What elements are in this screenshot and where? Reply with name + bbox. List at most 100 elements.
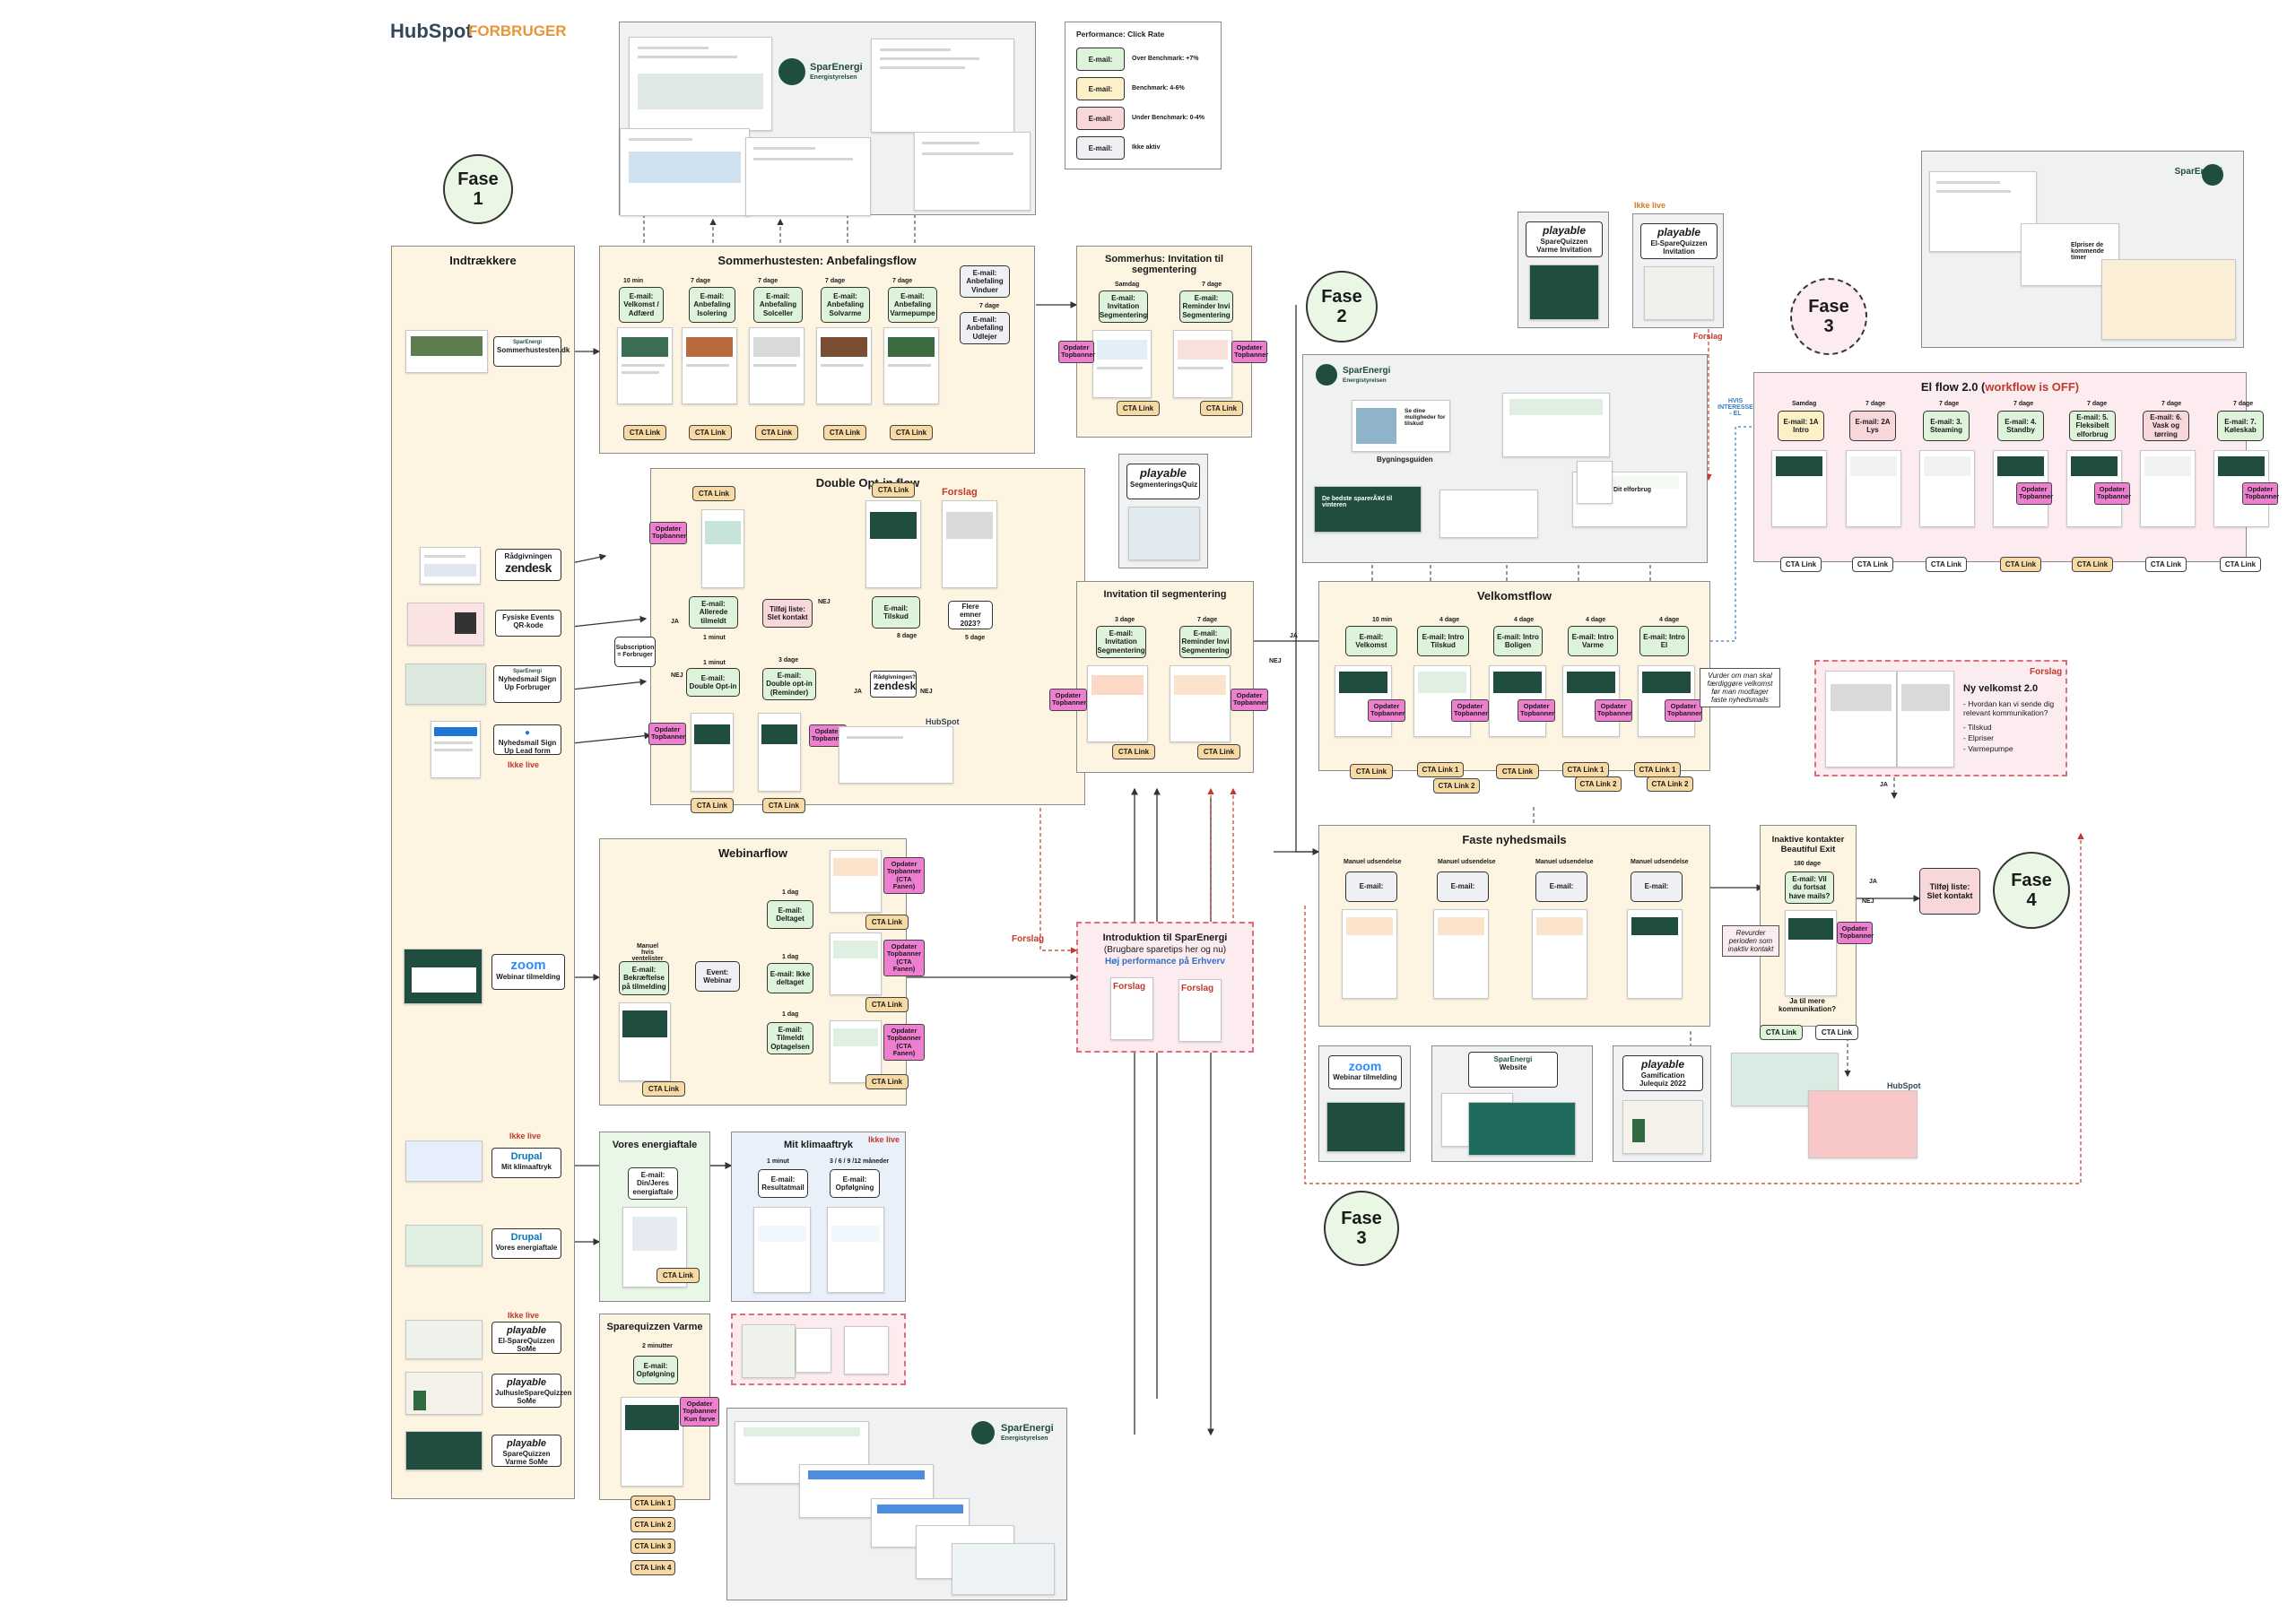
email-anbefaling-udlejer[interactable]: E-mail: Anbefaling Udlejer — [960, 312, 1010, 344]
cta-link[interactable]: CTA Link — [755, 425, 798, 440]
opdater-topbanner-tag[interactable]: Opdater Topbanner — [1665, 699, 1702, 722]
email-4-standby[interactable]: E-mail: 4. Standby — [1997, 411, 2044, 441]
email-vil-du-fortsat[interactable]: E-mail: Vil du fortsat have mails? — [1785, 872, 1834, 904]
email-faste[interactable]: E-mail: — [1535, 872, 1587, 902]
cta-link[interactable]: CTA Link — [823, 425, 866, 440]
cta-link[interactable]: CTA Link — [1117, 401, 1160, 416]
cta-link[interactable]: CTA Link — [1200, 401, 1243, 416]
cta-link-1[interactable]: CTA Link 1 — [1417, 762, 1464, 777]
cta-link[interactable]: CTA Link — [865, 915, 909, 930]
opdater-topbanner-tag[interactable]: Opdater Topbanner — [2242, 482, 2279, 505]
opdater-topbanner-tag[interactable]: Opdater Topbanner — [1518, 699, 1555, 722]
email-invitation-segmentering[interactable]: E-mail: Invitation Segmentering — [1096, 626, 1146, 658]
cta-link[interactable]: CTA Link — [1350, 764, 1393, 779]
email-anbefaling-solceller[interactable]: E-mail: Anbefaling Solceller — [753, 287, 803, 323]
email-1a-intro[interactable]: E-mail: 1A Intro — [1778, 411, 1824, 441]
email-bekraeftelse-tilmelding[interactable]: E-mail: Bekræftelse på tilmelding — [619, 961, 669, 995]
cta-link-3[interactable]: CTA Link 3 — [631, 1539, 675, 1554]
opdater-topbanner-tag[interactable]: Opdater Topbanner — [648, 723, 686, 745]
cta-link[interactable]: CTA Link — [1780, 557, 1822, 572]
cta-link[interactable]: CTA Link — [642, 1081, 685, 1097]
cta-link[interactable]: CTA Link — [872, 482, 915, 498]
cta-link-2[interactable]: CTA Link 2 — [631, 1517, 675, 1532]
email-5-fleksibelt-elforbrug[interactable]: E-mail: 5. Fleksibelt elforbrug — [2069, 411, 2116, 441]
opdater-topbanner-cta-fanen[interactable]: Opdater Topbanner (CTA Fanen) — [883, 857, 925, 894]
email-deltaget[interactable]: E-mail: Deltaget — [767, 900, 813, 929]
opdater-topbanner-tag[interactable]: Opdater Topbanner — [1368, 699, 1405, 722]
raadgivningen-decision[interactable]: Rådgivningen?zendesk — [870, 671, 917, 698]
email-opfolgning[interactable]: E-mail: Opfølgning — [633, 1356, 678, 1384]
subscription-forbruger[interactable]: Subscription = Forbruger — [614, 637, 656, 667]
cta-link[interactable]: CTA Link — [1112, 744, 1155, 759]
email-6-vask-og-torring[interactable]: E-mail: 6. Vask og tørring — [2143, 411, 2189, 441]
email-3-steaming[interactable]: E-mail: 3. Steaming — [1923, 411, 1970, 441]
email-intro-el[interactable]: E-mail: Intro El — [1639, 626, 1689, 656]
cta-link[interactable]: CTA Link — [2000, 557, 2041, 572]
source-fysiske-events[interactable]: Fysiske Events QR-kode — [495, 610, 561, 637]
cta-link[interactable]: CTA Link — [2072, 557, 2113, 572]
email-faste[interactable]: E-mail: — [1437, 872, 1489, 902]
email-invitation-segmentering[interactable]: E-mail: Invitation Segmentering — [1099, 291, 1148, 323]
cta-link[interactable]: CTA Link — [692, 486, 735, 501]
email-anbefaling-vinduer[interactable]: E-mail: Anbefaling Vinduer — [960, 265, 1010, 298]
email-anbefaling-isolering[interactable]: E-mail: Anbefaling Isolering — [689, 287, 735, 323]
opdater-topbanner-cta-fanen[interactable]: Opdater Topbanner (CTA Fanen) — [883, 1024, 925, 1061]
opdater-topbanner-tag[interactable]: Opdater Topbanner — [1058, 341, 1095, 363]
tilfoj-liste-slet-kontakt[interactable]: Tilføj liste: Slet kontakt — [1919, 868, 1980, 915]
cta-link[interactable]: CTA Link — [1815, 1025, 1858, 1040]
email-intro-boligen[interactable]: E-mail: Intro Boligen — [1493, 626, 1543, 656]
cta-link-2[interactable]: CTA Link 2 — [1575, 776, 1622, 792]
cta-link[interactable]: CTA Link — [657, 1268, 700, 1283]
opdater-topbanner-kun-farve[interactable]: Opdater Topbanner Kun farve — [680, 1397, 719, 1427]
email-tilskud[interactable]: E-mail: Tilskud — [872, 596, 920, 629]
opdater-topbanner-tag[interactable]: Opdater Topbanner — [2016, 482, 2053, 505]
cta-link-2[interactable]: CTA Link 2 — [1433, 778, 1480, 793]
email-faste[interactable]: E-mail: — [1631, 872, 1683, 902]
email-velkomst-adfaerd[interactable]: E-mail: Velkomst / Adfærd — [619, 287, 664, 323]
cta-link[interactable]: CTA Link — [2145, 557, 2187, 572]
cta-link[interactable]: CTA Link — [623, 425, 666, 440]
email-2a-lys[interactable]: E-mail: 2A Lys — [1849, 411, 1896, 441]
opdater-topbanner-tag[interactable]: Opdater Topbanner — [1231, 341, 1268, 363]
cta-link-1[interactable]: CTA Link 1 — [1562, 762, 1609, 777]
source-nyhedsmail-leadform[interactable]: ●Nyhedsmail Sign Up Lead form — [493, 724, 561, 755]
email-opfolgning[interactable]: E-mail: Opfølgning — [830, 1169, 880, 1198]
cta-link[interactable]: CTA Link — [865, 997, 909, 1012]
email-anbefaling-solvarme[interactable]: E-mail: Anbefaling Solvarme — [821, 287, 870, 323]
cta-link[interactable]: CTA Link — [1852, 557, 1893, 572]
email-double-optin-reminder[interactable]: E-mail: Double opt-in (Reminder) — [762, 668, 816, 700]
opdater-topbanner-cta-fanen[interactable]: Opdater Topbanner (CTA Fanen) — [883, 940, 925, 976]
email-velkomst[interactable]: E-mail: Velkomst — [1345, 626, 1397, 656]
email-intro-varme[interactable]: E-mail: Intro Varme — [1568, 626, 1618, 656]
email-7-koleskab[interactable]: E-mail: 7. Køleskab — [2217, 411, 2264, 441]
email-anbefaling-varmepumpe[interactable]: E-mail: Anbefaling Varmepumpe — [888, 287, 937, 323]
email-faste[interactable]: E-mail: — [1345, 872, 1397, 902]
cta-link[interactable]: CTA Link — [1760, 1025, 1803, 1040]
email-intro-tilskud[interactable]: E-mail: Intro Tilskud — [1417, 626, 1469, 656]
cta-link-1[interactable]: CTA Link 1 — [631, 1496, 675, 1511]
cta-link-4[interactable]: CTA Link 4 — [631, 1560, 675, 1575]
email-reminder-segmentering[interactable]: E-mail: Reminder Invi Segmentering — [1179, 626, 1231, 658]
cta-link[interactable]: CTA Link — [2220, 557, 2261, 572]
email-allerede-tilmeldt[interactable]: E-mail: Allerede tilmeldt — [689, 596, 738, 629]
cta-link[interactable]: CTA Link — [762, 798, 805, 813]
cta-link[interactable]: CTA Link — [1197, 744, 1240, 759]
cta-link-1[interactable]: CTA Link 1 — [1634, 762, 1681, 777]
cta-link[interactable]: CTA Link — [691, 798, 734, 813]
cta-link[interactable]: CTA Link — [1926, 557, 1967, 572]
opdater-topbanner-tag[interactable]: Opdater Topbanner — [1231, 689, 1268, 711]
email-double-optin[interactable]: E-mail: Double Opt-in — [686, 668, 740, 697]
event-webinar[interactable]: Event: Webinar — [695, 961, 740, 992]
